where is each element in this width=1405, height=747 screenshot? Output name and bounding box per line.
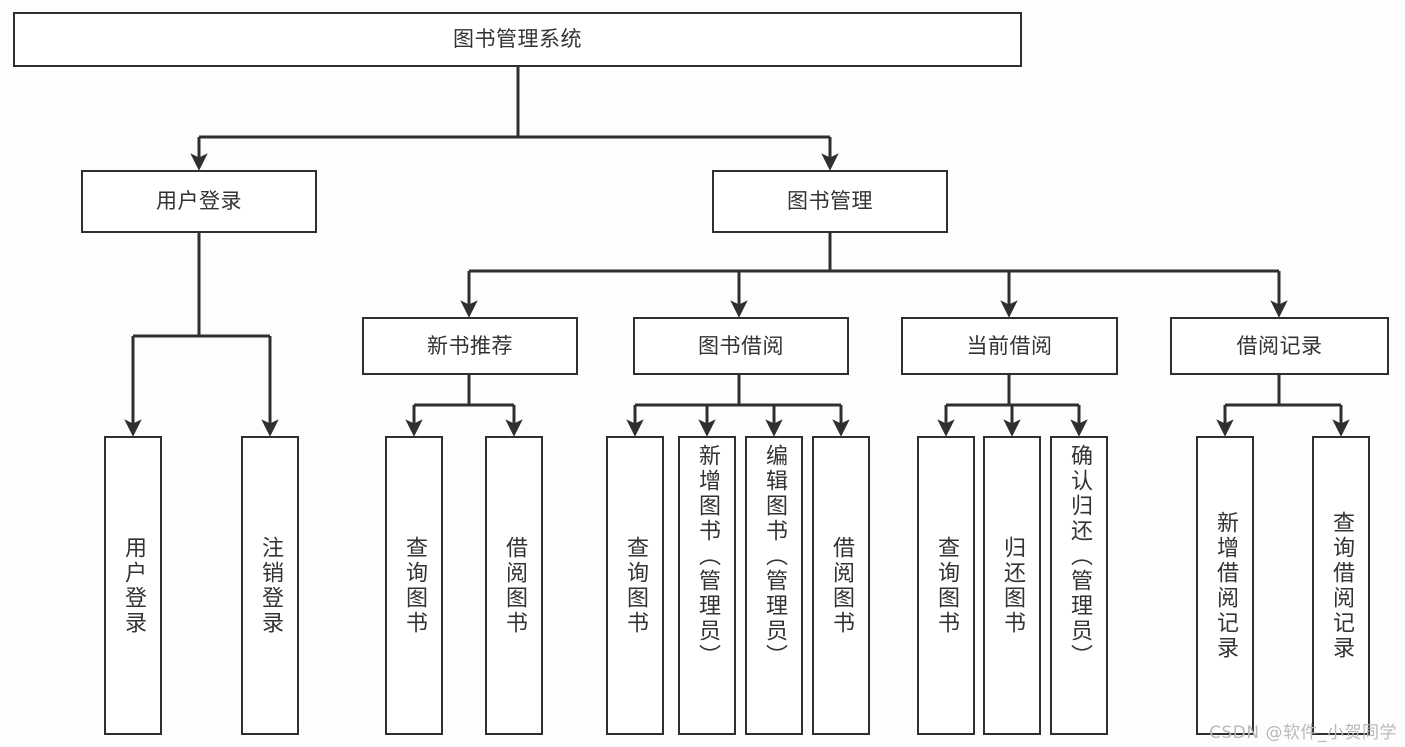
node-root[interactable]: 图书管理系统 (13, 12, 1022, 67)
node-new-book-recommend[interactable]: 新书推荐 (362, 317, 578, 375)
node-leaf-book-borrow-query[interactable]: 查询图书 (606, 436, 664, 735)
node-leaf-label: 查询图书 (401, 535, 427, 636)
node-leaf-book-borrow-add[interactable]: 新增图书（管理员） (678, 436, 736, 735)
node-leaf-label: 用户登录 (120, 535, 146, 636)
node-leaf-current-borrow-query[interactable]: 查询图书 (917, 436, 975, 735)
node-leaf-label: 归还图书 (999, 535, 1025, 636)
node-leaf-book-borrow-edit[interactable]: 编辑图书（管理员） (745, 436, 803, 735)
node-new-book-recommend-label: 新书推荐 (427, 333, 513, 358)
node-leaf-new-book-query[interactable]: 查询图书 (385, 436, 443, 735)
node-leaf-label: 新增借阅记录 (1212, 510, 1238, 661)
node-book-management[interactable]: 图书管理 (712, 170, 948, 233)
csdn-watermark: CSDN @软件_小贺同学 (1209, 723, 1397, 743)
node-user-login-label: 用户登录 (156, 189, 242, 214)
node-leaf-label: 借阅图书 (828, 535, 854, 636)
node-book-borrow-label: 图书借阅 (698, 333, 784, 358)
node-current-borrow-label: 当前借阅 (966, 333, 1053, 358)
node-leaf-user-login-logout[interactable]: 注销登录 (241, 436, 299, 735)
node-leaf-label: 新增图书（管理员） (694, 444, 720, 669)
node-leaf-current-borrow-confirm[interactable]: 确认归还（管理员） (1050, 436, 1108, 735)
node-leaf-label: 确认归还（管理员） (1066, 444, 1092, 669)
node-borrow-records-label: 借阅记录 (1236, 333, 1323, 358)
node-borrow-records[interactable]: 借阅记录 (1170, 317, 1389, 375)
node-leaf-label: 查询图书 (933, 535, 959, 636)
node-user-login[interactable]: 用户登录 (81, 170, 317, 233)
node-root-label: 图书管理系统 (453, 27, 582, 52)
node-leaf-label: 查询借阅记录 (1328, 510, 1354, 661)
node-leaf-current-borrow-return[interactable]: 归还图书 (983, 436, 1041, 735)
node-book-management-label: 图书管理 (787, 189, 873, 214)
node-leaf-new-book-borrow[interactable]: 借阅图书 (485, 436, 543, 735)
node-leaf-borrow-records-add[interactable]: 新增借阅记录 (1196, 436, 1254, 735)
node-leaf-book-borrow-borrow[interactable]: 借阅图书 (812, 436, 870, 735)
node-leaf-user-login-login[interactable]: 用户登录 (104, 436, 162, 735)
node-leaf-label: 注销登录 (257, 535, 283, 636)
node-book-borrow[interactable]: 图书借阅 (633, 317, 849, 375)
node-leaf-borrow-records-query[interactable]: 查询借阅记录 (1312, 436, 1370, 735)
node-leaf-label: 借阅图书 (501, 535, 527, 636)
node-leaf-label: 查询图书 (622, 535, 648, 636)
node-leaf-label: 编辑图书（管理员） (761, 444, 787, 669)
node-current-borrow[interactable]: 当前借阅 (901, 317, 1118, 375)
